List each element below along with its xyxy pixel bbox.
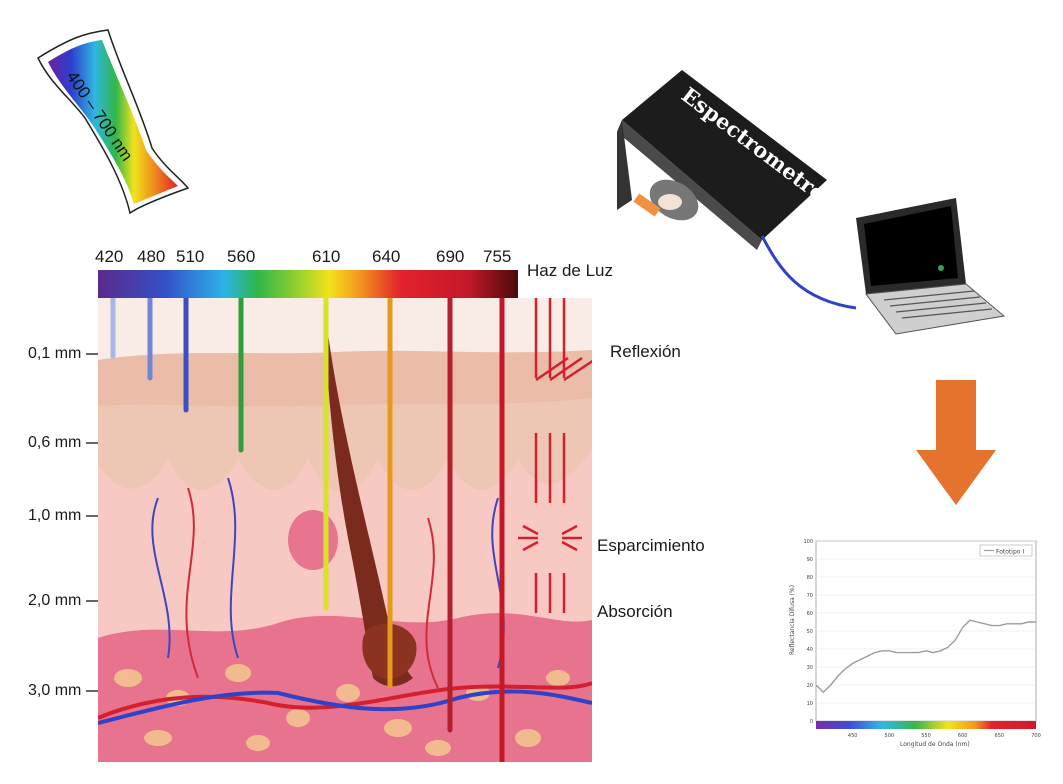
chart-ytick-label: 50 xyxy=(807,629,813,635)
chart-xtick-label: 700 xyxy=(1031,733,1041,739)
chart-legend-label: Fototipo I xyxy=(996,549,1024,556)
chart-ytick-label: 60 xyxy=(807,611,813,617)
wavelength-label-560: 560 xyxy=(227,247,256,266)
absorption-label: Absorción xyxy=(597,602,673,621)
depth-label-20: 2,0 mm xyxy=(28,592,82,609)
chart-ytick-label: 80 xyxy=(807,575,813,581)
wavelength-label-510: 510 xyxy=(176,247,205,266)
chart-ytick-label: 10 xyxy=(807,701,813,707)
chart-xtick-label: 600 xyxy=(958,733,968,739)
spectrometer-device: Espectrometro xyxy=(617,70,831,250)
light-beam-label: Haz de Luz xyxy=(527,261,613,280)
wavelength-label-610: 610 xyxy=(312,247,341,266)
wavelength-label-420: 420 xyxy=(95,247,124,266)
depth-label-10: 1,0 mm xyxy=(28,507,82,524)
skin-cross-section xyxy=(98,298,592,762)
chart-colorbar xyxy=(816,721,1036,729)
chart-xtick-label: 500 xyxy=(885,733,895,739)
chart-series-fototipo-i xyxy=(815,619,1036,694)
reflection-label: Reflexión xyxy=(610,342,681,361)
depth-label-06: 0,6 mm xyxy=(28,434,82,451)
reflectance-chart: 0 10 20 30 40 50 60 70 80 90 100 450 500 550 600 650 70… xyxy=(780,535,1042,750)
cable xyxy=(760,235,857,310)
depth-ticks xyxy=(86,353,98,692)
chart-ytick-label: 30 xyxy=(807,665,813,671)
depth-label-30: 3,0 mm xyxy=(28,682,82,699)
scattering-label: Esparcimiento xyxy=(597,536,705,555)
chart-ytick-label: 40 xyxy=(807,647,813,653)
wavelength-bar xyxy=(98,270,518,298)
chart-ylabel: Reflectancia Difusa (%) xyxy=(789,585,796,655)
chart-ytick-label: 70 xyxy=(807,593,813,599)
chart-ytick-label: 20 xyxy=(807,683,813,689)
chart-ytick-label: 0 xyxy=(810,719,813,725)
depth-label-01: 0,1 mm xyxy=(28,345,82,362)
chart-xlabel: Longitud de Onda (nm) xyxy=(900,741,970,748)
spectrum-ribbon: 400 – 700 nm xyxy=(37,29,190,215)
down-arrow-icon xyxy=(916,380,996,505)
wavelength-label-640: 640 xyxy=(372,247,401,266)
chart-xtick-label: 550 xyxy=(921,733,931,739)
chart-ytick-label: 100 xyxy=(803,539,813,545)
wavelength-label-480: 480 xyxy=(137,247,166,266)
wavelength-label-755: 755 xyxy=(483,247,512,266)
chart-xtick-label: 650 xyxy=(995,733,1005,739)
chart-ytick-label: 90 xyxy=(807,557,813,563)
wavelength-label-690: 690 xyxy=(436,247,465,266)
chart-xtick-label: 450 xyxy=(848,733,858,739)
laptop-icon xyxy=(856,198,1006,335)
